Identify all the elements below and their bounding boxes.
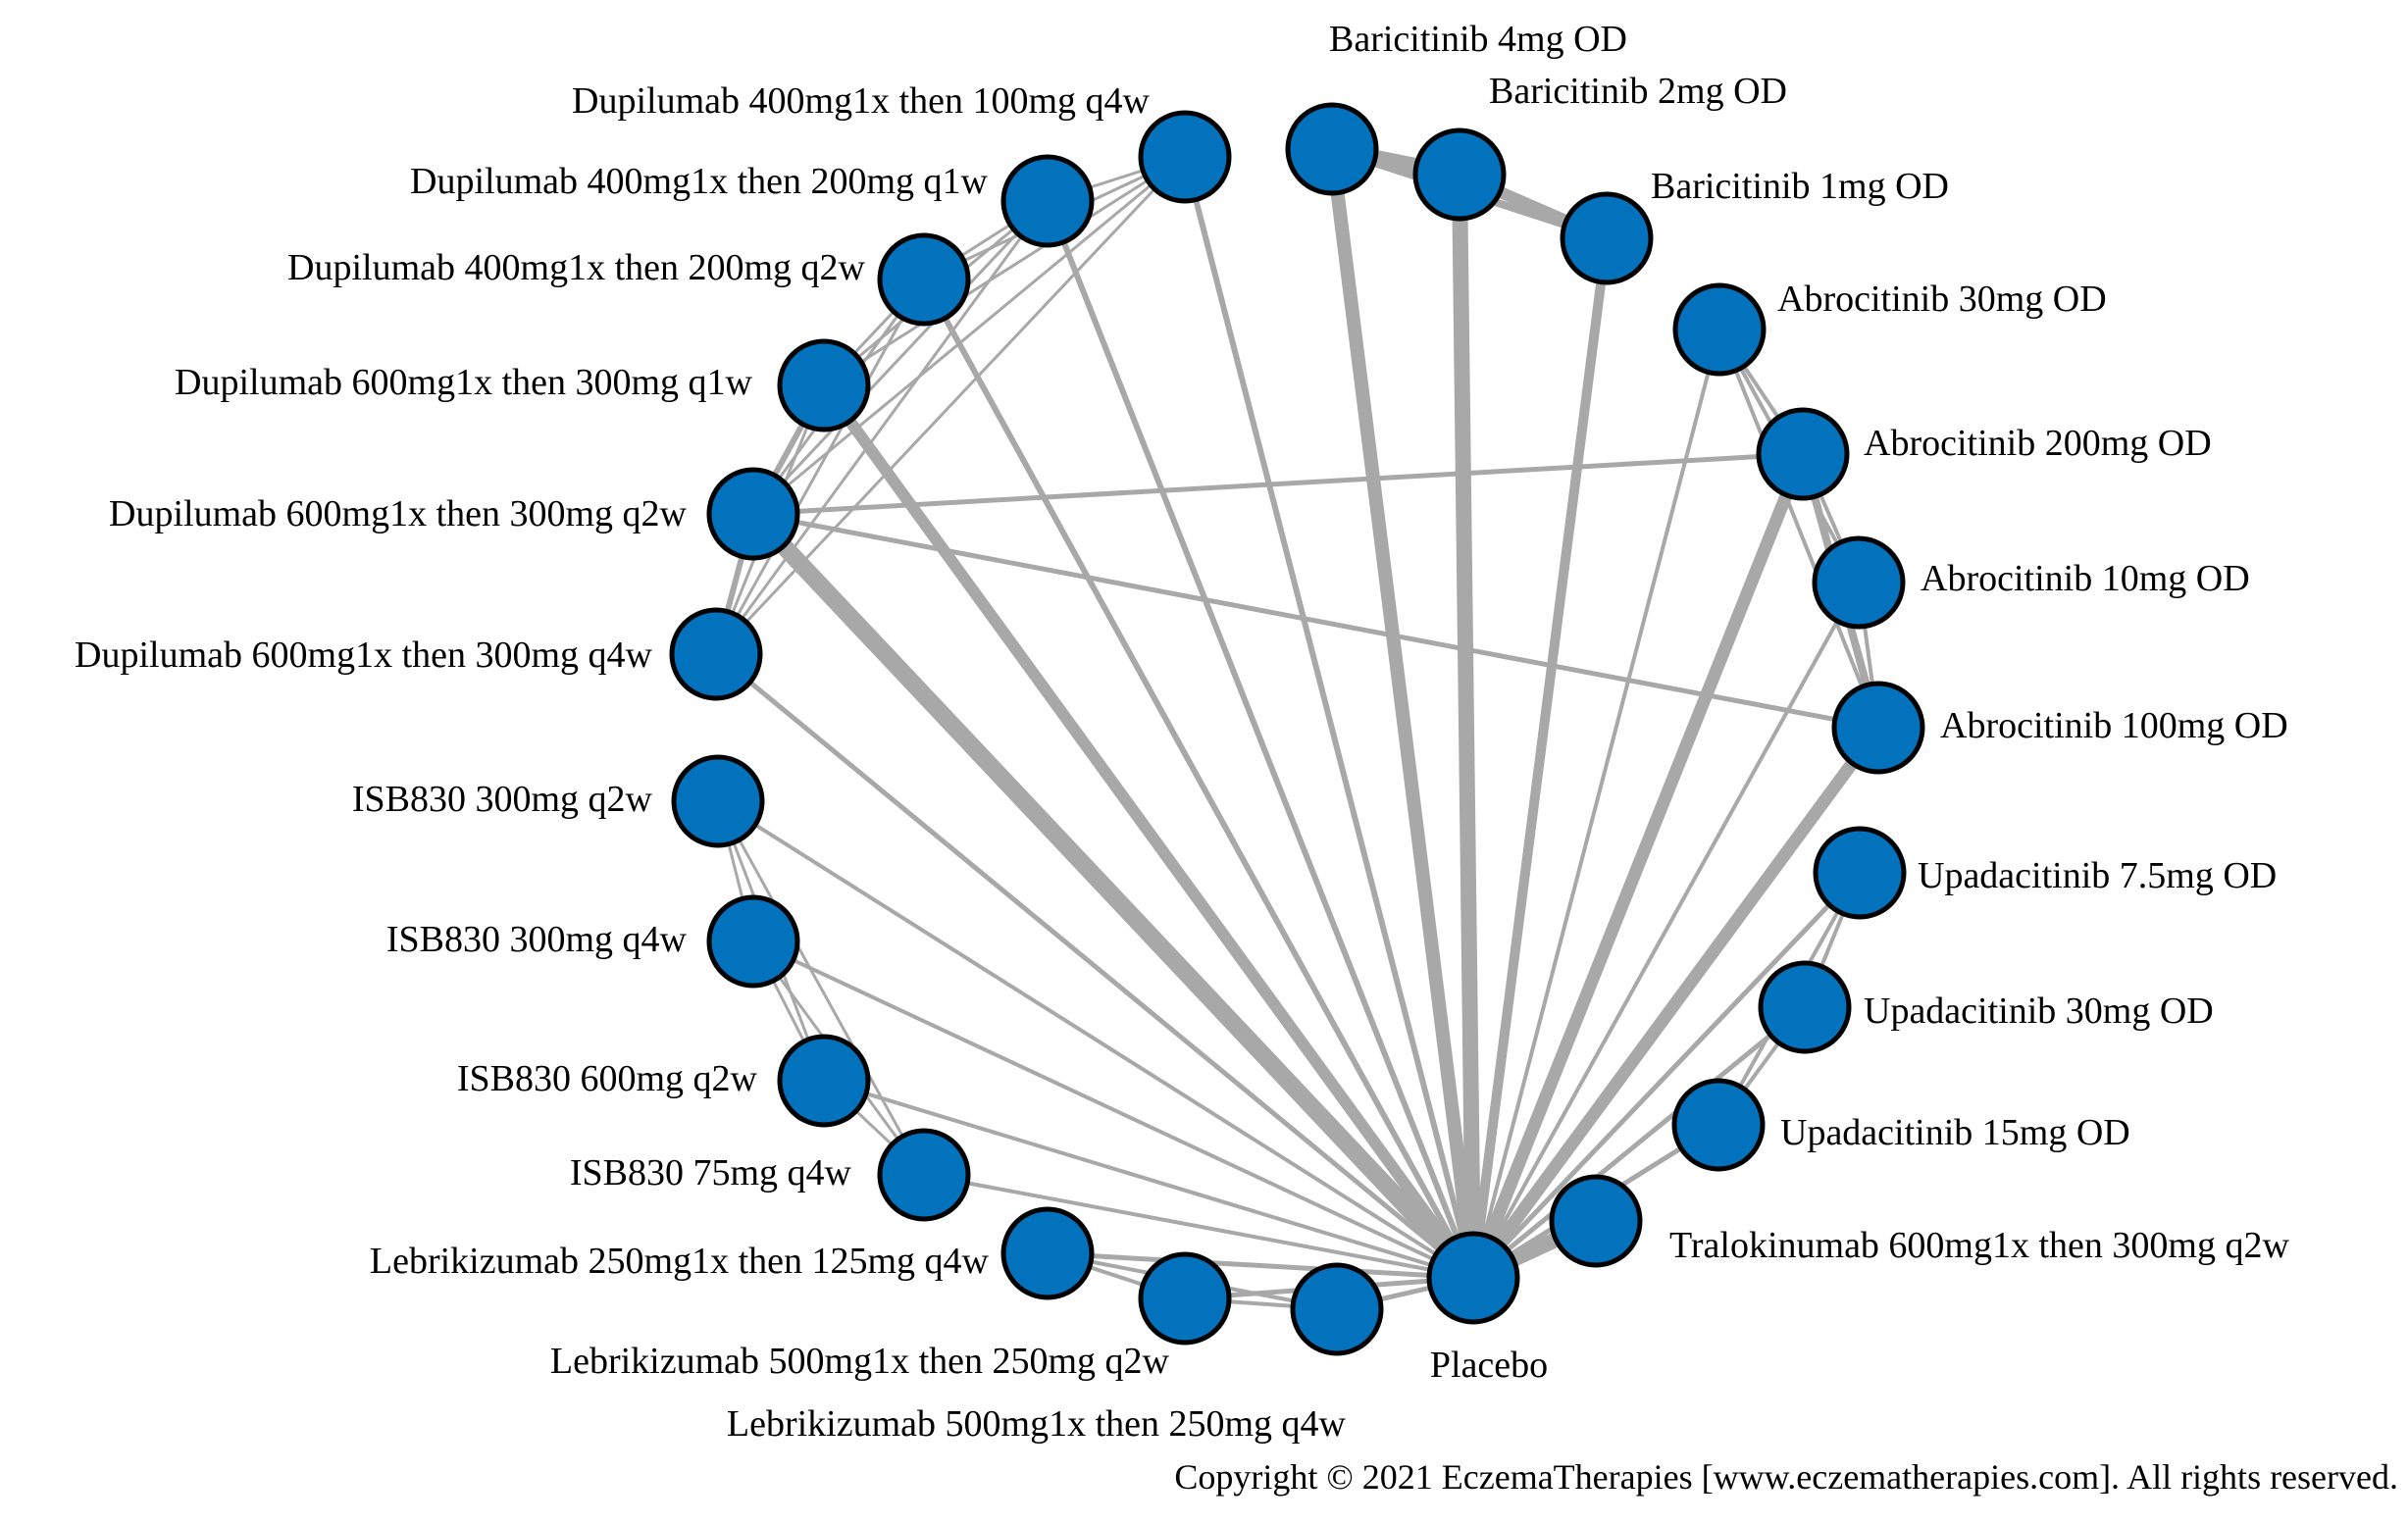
node-bari2	[1412, 127, 1507, 222]
edges-layer	[713, 141, 1884, 1312]
edge-dup14-dup32	[752, 155, 1186, 516]
node-pbo	[1426, 1231, 1520, 1325]
label-abro200: Abrocitinib 200mg OD	[1864, 423, 2212, 464]
edge-dup31-pbo	[819, 381, 1478, 1282]
node-tralo	[1549, 1174, 1643, 1268]
label-abro10: Abrocitinib 10mg OD	[1921, 558, 2250, 599]
label-bari2: Baricitinib 2mg OD	[1489, 71, 1787, 112]
node-bari4	[1285, 102, 1379, 196]
label-upa15: Upadacitinib 15mg OD	[1780, 1112, 2130, 1153]
edge-dup32-abro200	[752, 451, 1804, 517]
label-isb600: ISB830 600mg q2w	[457, 1058, 758, 1099]
label-dup21: Dupilumab 400mg1x then 200mg q1w	[410, 161, 989, 202]
label-isb32: ISB830 300mg q2w	[352, 779, 653, 820]
label-dup34: Dupilumab 600mg1x then 300mg q4w	[75, 635, 653, 676]
copyright-text: Copyright © 2021 EczemaTherapies [www.ec…	[1174, 1457, 2398, 1497]
label-bari4: Baricitinib 4mg OD	[1329, 19, 1627, 60]
label-leb2: Lebrikizumab 500mg1x then 250mg q2w	[550, 1341, 1170, 1382]
node-bari1	[1560, 191, 1654, 285]
node-isb75	[877, 1128, 971, 1222]
node-abro200	[1756, 407, 1850, 501]
label-upa75: Upadacitinib 7.5mg OD	[1918, 855, 2277, 896]
edge-dup14-dup31	[823, 155, 1186, 387]
label-isb34: ISB830 300mg q4w	[386, 919, 688, 960]
edge-isb32-pbo	[716, 799, 1475, 1280]
node-leb4	[1290, 1262, 1384, 1356]
edge-dup32-pbo	[746, 507, 1480, 1285]
edge-isb75-pbo	[923, 1173, 1474, 1280]
edge-abro100-pbo	[1467, 724, 1884, 1282]
edge-bari1-pbo	[1468, 237, 1612, 1279]
node-upa15	[1671, 1078, 1766, 1172]
node-leb1	[1000, 1206, 1095, 1300]
edge-isb600-pbo	[823, 1079, 1474, 1280]
edge-dup22-dup34	[714, 279, 926, 655]
label-dup14: Dupilumab 400mg1x then 100mg q4w	[572, 80, 1151, 122]
node-dup32	[706, 467, 800, 561]
node-upa75	[1813, 826, 1907, 920]
edge-abro200-pbo	[1466, 451, 1810, 1281]
edge-dup14-dup34	[714, 155, 1187, 656]
label-bari1: Baricitinib 1mg OD	[1651, 166, 1949, 207]
edge-abro30-pbo	[1471, 329, 1721, 1279]
label-isb75: ISB830 75mg q4w	[570, 1152, 852, 1194]
label-dup22: Dupilumab 400mg1x then 200mg q2w	[287, 247, 866, 288]
edge-upa30-pbo	[1471, 1005, 1807, 1280]
node-leb2	[1138, 1251, 1232, 1346]
node-dup21	[1000, 154, 1095, 248]
node-abro100	[1831, 681, 1925, 775]
edge-bari2-pbo	[1452, 174, 1481, 1279]
node-isb34	[706, 894, 800, 989]
edge-isb75-isb32	[716, 800, 926, 1176]
edge-dup21-dup32	[751, 199, 1050, 516]
label-tralo: Tralokinumab 600mg1x then 300mg q2w	[1669, 1225, 2289, 1266]
node-dup14	[1138, 110, 1232, 204]
edge-upa75-pbo	[1471, 871, 1862, 1280]
label-upa30: Upadacitinib 30mg OD	[1864, 991, 2214, 1032]
edge-isb34-pbo	[752, 940, 1474, 1280]
edge-bari4-pbo	[1325, 148, 1480, 1279]
edge-dup14-pbo	[1182, 156, 1476, 1279]
label-leb4: Lebrikizumab 500mg1x then 250mg q4w	[727, 1403, 1347, 1445]
label-abro100: Abrocitinib 100mg OD	[1940, 705, 2288, 746]
node-upa30	[1758, 960, 1852, 1054]
label-leb1: Lebrikizumab 250mg1x then 125mg q4w	[370, 1241, 990, 1282]
labels-layer: Baricitinib 4mg OD Baricitinib 2mg OD Bari…	[75, 19, 2289, 1445]
node-abro10	[1812, 535, 1906, 630]
node-isb600	[777, 1034, 871, 1128]
nodes-layer	[669, 102, 1925, 1356]
edge-leb1-pbo	[1047, 1250, 1474, 1281]
edge-abro30-abro100	[1717, 329, 1880, 729]
edge-abro10-pbo	[1471, 582, 1861, 1279]
label-pbo: Placebo	[1430, 1345, 1548, 1386]
edge-dup22-pbo	[921, 278, 1476, 1280]
node-dup31	[777, 338, 871, 432]
edge-dup34-pbo	[714, 652, 1475, 1280]
label-dup32: Dupilumab 600mg1x then 300mg q2w	[109, 493, 688, 534]
edge-dup21-dup34	[714, 200, 1050, 655]
edge-dup21-pbo	[1045, 199, 1476, 1280]
node-dup22	[877, 232, 971, 327]
label-abro30: Abrocitinib 30mg OD	[1777, 279, 2107, 320]
node-isb32	[671, 754, 765, 848]
node-dup34	[669, 607, 763, 701]
node-abro30	[1672, 282, 1767, 377]
label-dup31: Dupilumab 600mg1x then 300mg q1w	[175, 362, 753, 403]
